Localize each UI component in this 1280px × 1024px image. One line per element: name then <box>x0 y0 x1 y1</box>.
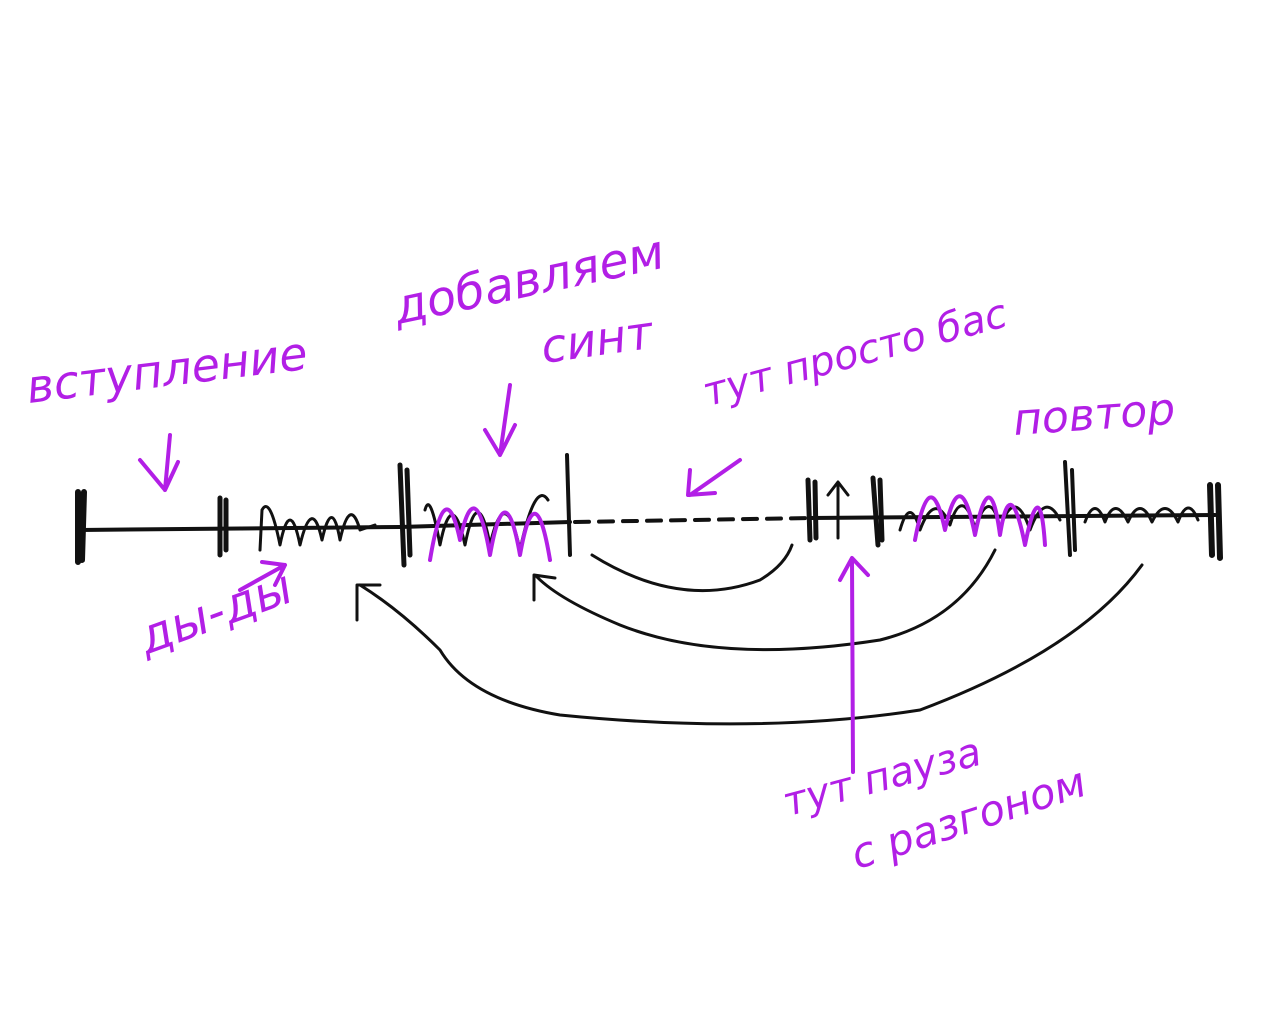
section-marker <box>1207 482 1223 561</box>
jump-arrow <box>590 543 794 593</box>
synth-wave <box>428 506 552 562</box>
synth-wave <box>913 494 1047 547</box>
up-arrow <box>826 480 850 540</box>
section-marker <box>870 475 885 548</box>
arrow-synth <box>483 383 517 457</box>
wave-repeat <box>1083 506 1200 524</box>
section-marker <box>565 453 572 557</box>
section-marker <box>805 477 819 543</box>
section-marker <box>217 495 229 558</box>
jump-arrow <box>532 548 997 652</box>
arrow-pause <box>838 556 870 774</box>
arrow-beat <box>238 560 287 592</box>
section-marker <box>75 489 87 565</box>
section-marker <box>1063 460 1077 557</box>
arrow-bass <box>686 458 742 497</box>
section-marker <box>397 462 413 568</box>
arrow-intro <box>138 433 180 492</box>
timeline-dashed <box>573 516 812 524</box>
wave-intro <box>258 505 377 552</box>
jump-arrow <box>355 563 1144 726</box>
